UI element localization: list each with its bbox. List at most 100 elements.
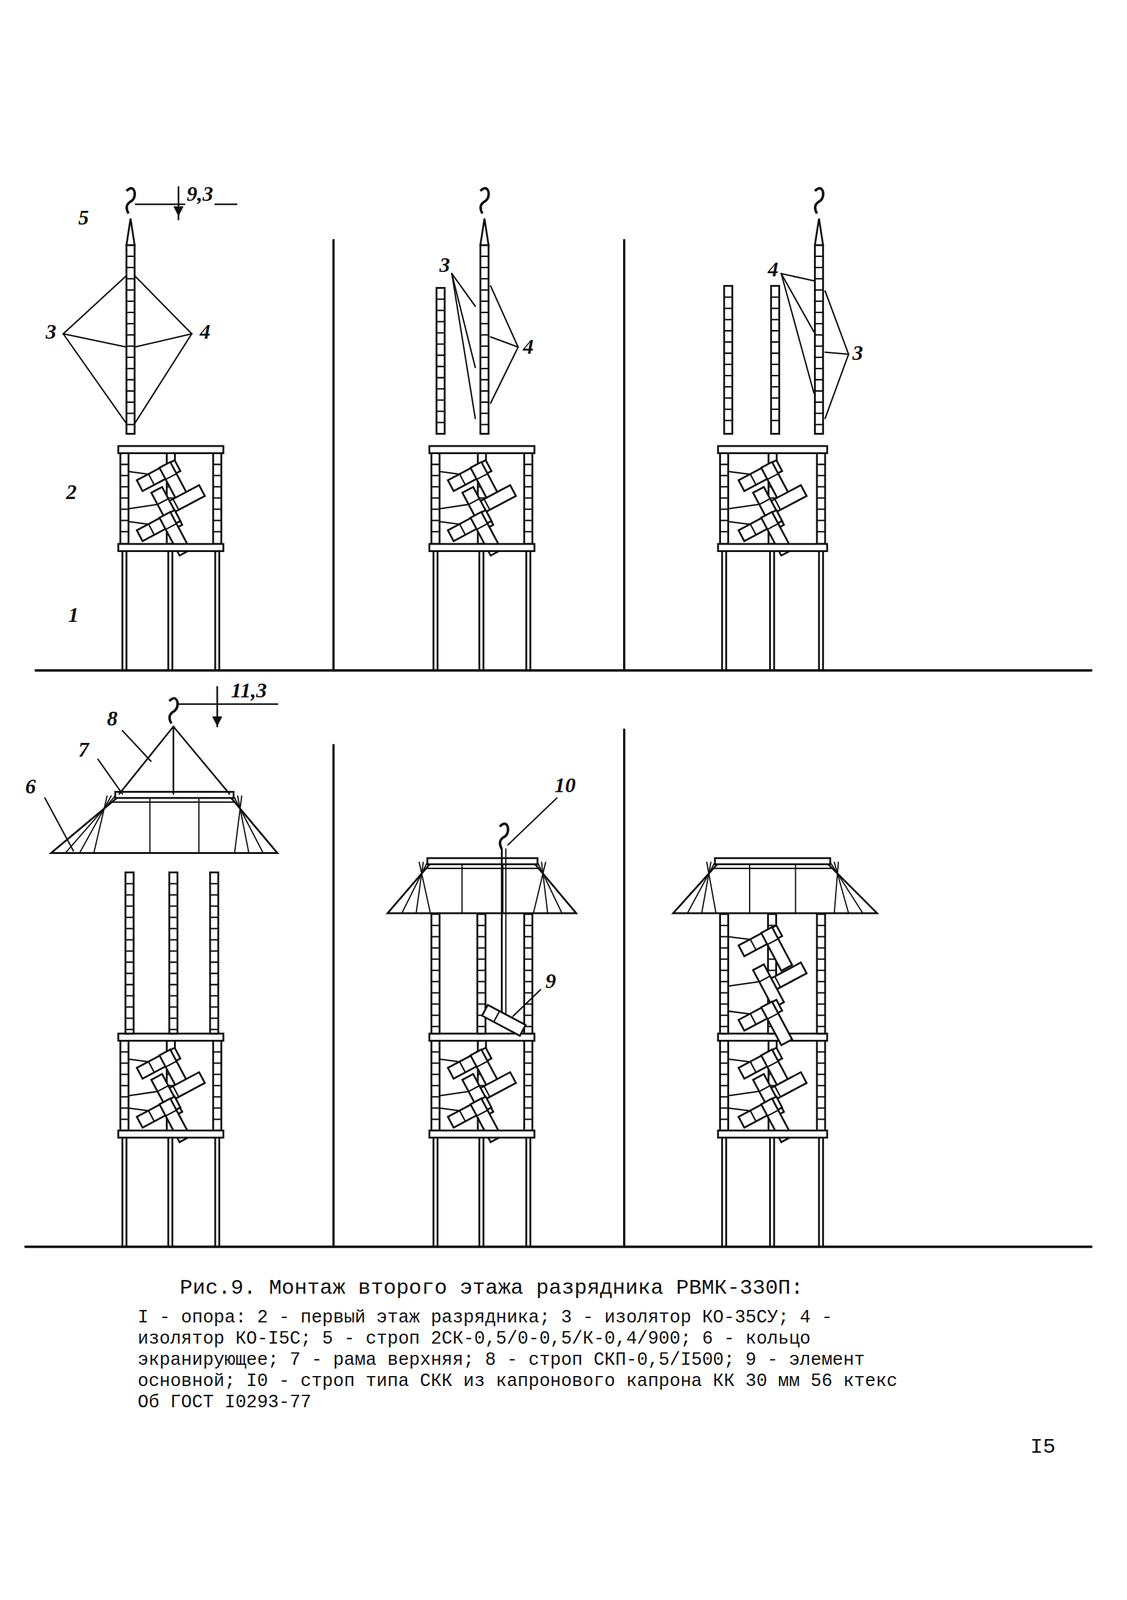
drawing-line <box>120 497 129 499</box>
drawing-line <box>125 550 128 670</box>
drawing-line <box>213 1118 222 1120</box>
drawing-line <box>171 1137 174 1247</box>
drawing-line <box>436 376 445 378</box>
drawing-line <box>62 333 126 424</box>
drawing-line <box>120 1118 129 1120</box>
drawing-line <box>169 916 178 918</box>
page-number: I5 <box>1030 1435 1056 1459</box>
drawing-line <box>720 1107 729 1109</box>
drawing-line <box>720 1095 729 1098</box>
drawing-line <box>431 1107 440 1109</box>
frame-plate <box>118 1033 224 1041</box>
drawing-line <box>720 1137 723 1247</box>
drawing-line <box>125 949 134 952</box>
drawing-line <box>480 379 489 381</box>
insulator-column <box>817 453 826 545</box>
drawing-line <box>524 474 533 476</box>
drawing-line <box>724 296 733 298</box>
frame-plate <box>717 1033 828 1041</box>
drawing-line <box>431 508 440 510</box>
drawing-line <box>477 980 486 982</box>
drawing-line <box>112 801 234 803</box>
drawing-line <box>120 508 129 510</box>
drawing-line <box>213 508 222 510</box>
drawing-line <box>436 298 445 300</box>
callout-number: 3 <box>44 319 58 344</box>
drawing-line <box>815 311 824 314</box>
drawing-line <box>120 485 129 488</box>
frame-plate <box>118 543 224 551</box>
drawing-line <box>701 861 712 914</box>
insulator-column <box>770 285 779 434</box>
callout-number: 4 <box>198 319 212 344</box>
drawing-line <box>210 1006 219 1008</box>
drawing-line <box>720 1062 729 1064</box>
drawing-line <box>524 1084 533 1086</box>
drawing-line <box>477 957 486 960</box>
drawing-line <box>477 1025 486 1027</box>
drawing-line <box>480 300 489 302</box>
drawing-line <box>524 991 533 993</box>
drawing-line <box>62 333 126 347</box>
drawing-line <box>817 980 826 982</box>
drawing-line <box>490 285 519 347</box>
callout-number: 9,3 <box>185 182 215 206</box>
drawing-line <box>478 1137 481 1247</box>
drawing-line <box>233 795 263 854</box>
insulator-column <box>125 872 134 1034</box>
drawing-line <box>770 374 779 377</box>
drawing-line <box>431 924 440 926</box>
drawing-line <box>770 419 779 421</box>
drawing-line <box>126 255 135 257</box>
drawing-line <box>524 1014 533 1016</box>
drawing-line <box>25 1245 1092 1248</box>
drawing-line <box>173 726 230 794</box>
drawing-line <box>524 980 533 982</box>
callout-number: 8 <box>105 706 119 730</box>
drawing-line <box>169 961 178 963</box>
drawing-line <box>720 1025 729 1027</box>
callout-number: 10 <box>553 773 577 797</box>
callout-number: 7 <box>77 737 91 761</box>
insulator-column <box>169 872 178 1034</box>
drawing-line <box>524 508 533 510</box>
drawing-line <box>126 300 135 302</box>
drawing-line <box>126 266 135 269</box>
drawing-line <box>725 550 728 670</box>
drawing-line <box>431 1118 440 1120</box>
drawing-line <box>432 1137 435 1247</box>
callout-number: 3 <box>437 253 451 277</box>
drawing-line <box>815 367 824 370</box>
drawing-line <box>525 550 528 670</box>
drawing-line <box>178 702 278 705</box>
drawing-line <box>431 485 440 488</box>
drawing-line <box>480 255 489 257</box>
drawing-line <box>817 497 826 499</box>
drawing-line <box>537 861 562 914</box>
drawing-line <box>720 474 729 476</box>
drawing-line <box>125 916 134 918</box>
drawing-line <box>720 497 729 499</box>
drawing-line <box>210 949 219 952</box>
drawing-line <box>213 1062 222 1064</box>
drawing-line <box>436 320 445 322</box>
drawing-line <box>120 519 129 521</box>
drawing-line <box>169 882 178 884</box>
drawing-line <box>524 946 533 949</box>
drawing-line <box>834 861 849 914</box>
screen-ring <box>672 861 877 914</box>
drawing-line <box>126 323 135 325</box>
insulator-column <box>720 453 729 545</box>
drawing-line <box>169 893 178 895</box>
drawing-line <box>120 1062 129 1064</box>
drawing-line <box>436 365 445 367</box>
drawing-line <box>125 927 134 929</box>
drawing-line <box>817 935 826 937</box>
drawing-line <box>524 1095 533 1098</box>
drawing-line <box>213 1107 222 1109</box>
drawing-line <box>770 397 779 399</box>
legend-note: I - опора: 2 - первый этаж разрядника; 3… <box>137 1307 918 1414</box>
drawing-line <box>724 329 733 332</box>
drawing-line <box>525 1137 528 1247</box>
drawing-line <box>44 797 74 851</box>
